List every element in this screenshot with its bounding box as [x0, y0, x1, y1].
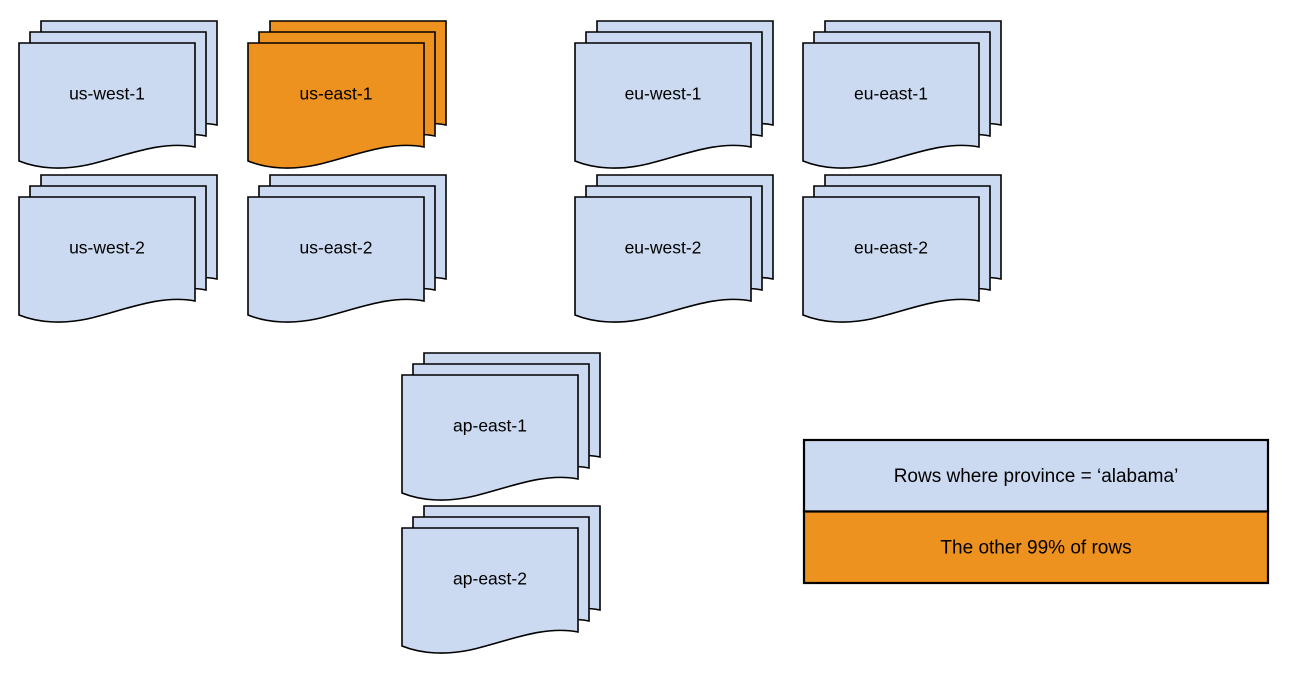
- document-stack-eu-east-1[interactable]: eu-east-1: [802, 20, 1002, 169]
- stack-label-us-west-1: us-west-1: [69, 84, 145, 104]
- document-stack-ap-east-2[interactable]: ap-east-2: [401, 505, 601, 654]
- document-stack-us-west-1[interactable]: us-west-1: [18, 20, 218, 169]
- document-stack-eu-west-1[interactable]: eu-west-1: [574, 20, 774, 169]
- legend: Rows where province = ‘alabama’ The othe…: [802, 438, 1270, 585]
- document-stack-us-east-1[interactable]: us-east-1: [247, 20, 447, 169]
- legend-swatch-other-rows: [802, 510, 1270, 585]
- legend-label-other-rows: The other 99% of rows: [940, 537, 1131, 558]
- document-stack-eu-west-2[interactable]: eu-west-2: [574, 174, 774, 323]
- document-sheet-front: [401, 527, 579, 654]
- stack-label-ap-east-1: ap-east-1: [453, 416, 527, 436]
- stack-label-us-west-2: us-west-2: [69, 238, 145, 258]
- document-sheet-front: [18, 42, 196, 169]
- stack-group-us: us-west-1 us-east-1 us-west-2 us-east-2: [18, 20, 447, 323]
- document-sheet-front: [18, 196, 196, 323]
- stack-label-eu-west-1: eu-west-1: [625, 84, 702, 104]
- document-sheet-front: [247, 196, 425, 323]
- stacks-layer: us-west-1 us-east-1 us-west-2 us-east-2 eu-w…: [18, 20, 1002, 654]
- document-stack-us-west-2[interactable]: us-west-2: [18, 174, 218, 323]
- document-stack-ap-east-1[interactable]: ap-east-1: [401, 352, 601, 501]
- stack-group-ap: ap-east-1 ap-east-2: [401, 352, 601, 654]
- stack-label-eu-east-2: eu-east-2: [854, 238, 928, 258]
- document-stack-eu-east-2[interactable]: eu-east-2: [802, 174, 1002, 323]
- document-sheet-front: [401, 374, 579, 501]
- legend-label-matching-rows: Rows where province = ‘alabama’: [894, 466, 1179, 487]
- stack-label-us-east-1: us-east-1: [300, 84, 373, 104]
- document-sheet-front: [247, 42, 425, 169]
- stack-group-eu: eu-west-1 eu-east-1 eu-west-2 eu-east-2: [574, 20, 1002, 323]
- stack-label-us-east-2: us-east-2: [300, 238, 373, 258]
- stack-label-eu-west-2: eu-west-2: [625, 238, 702, 258]
- legend-swatch-matching-rows: [802, 438, 1270, 513]
- document-sheet-front: [802, 42, 980, 169]
- document-sheet-front: [802, 196, 980, 323]
- document-stack-us-east-2[interactable]: us-east-2: [247, 174, 447, 323]
- document-sheet-front: [574, 42, 752, 169]
- stack-label-eu-east-1: eu-east-1: [854, 84, 928, 104]
- document-sheet-front: [574, 196, 752, 323]
- stack-label-ap-east-2: ap-east-2: [453, 569, 527, 589]
